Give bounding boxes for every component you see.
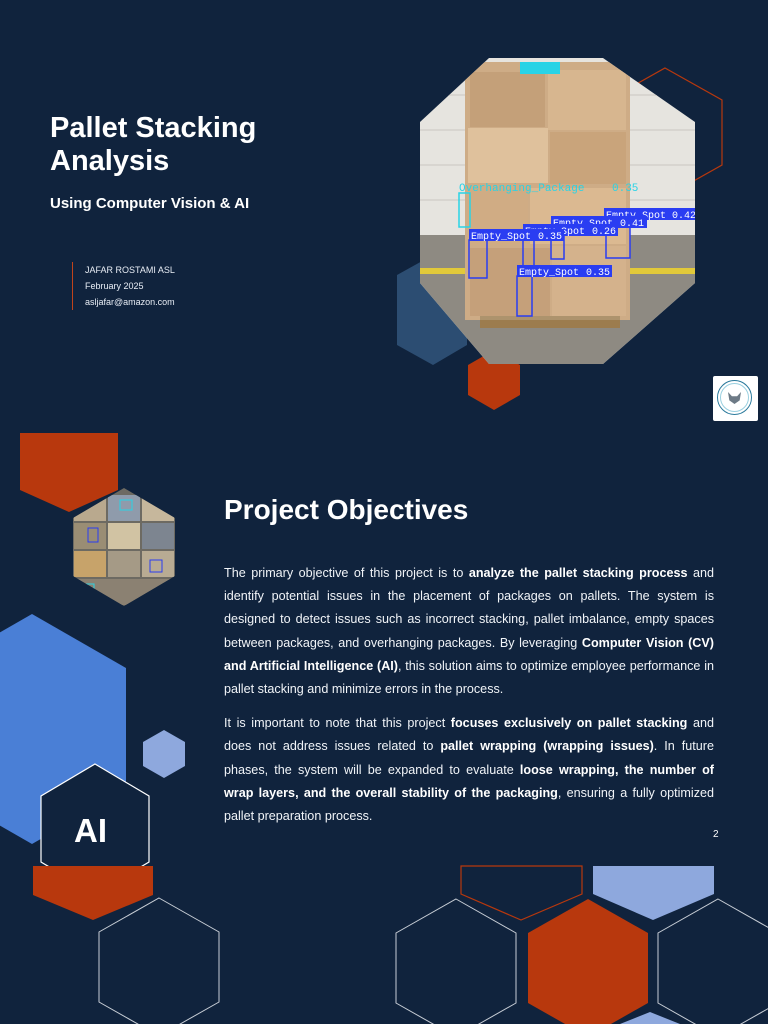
orange-shield-shape — [20, 433, 118, 512]
orange-hexagon-small — [468, 350, 520, 410]
document-title: Pallet Stacking Analysis — [50, 112, 257, 177]
detection-score-1: 0.42 — [672, 211, 696, 222]
section-heading: Project Objectives — [224, 494, 469, 525]
author-block: JAFAR ROSTAMI ASL February 2025 asljafar… — [72, 262, 175, 310]
small-light-blue-hexagon — [143, 730, 185, 778]
detection-score-4: 0.35 — [538, 232, 562, 243]
light-blue-shield — [593, 866, 714, 920]
detection-score-overhanging: 0.35 — [612, 183, 638, 195]
document-subtitle: Using Computer Vision & AI — [50, 195, 250, 212]
orange-outline-shield — [460, 865, 583, 921]
bottom-left-outline-hexagon — [98, 897, 220, 1024]
objectives-paragraph-2: It is important to note that this projec… — [224, 716, 715, 824]
detection-label-overhanging: Overhanging_Package — [459, 183, 584, 195]
logo — [713, 376, 758, 421]
author-email: asljafar@amazon.com — [85, 297, 175, 307]
bottom-outline-hexagon-b — [657, 898, 768, 1024]
bottom-orange-hexagon — [528, 899, 648, 1024]
detection-label-5: Empty_Spot — [519, 268, 579, 279]
author-date: February 2025 — [85, 281, 144, 291]
bottom-light-blue-hexagon — [620, 1012, 680, 1024]
detection-score-3: 0.26 — [592, 227, 616, 238]
page-number: 2 — [713, 829, 719, 840]
author-name: JAFAR ROSTAMI ASL — [85, 265, 175, 275]
detection-label-4: Empty_Spot — [471, 232, 531, 243]
wolf-logo-icon — [717, 380, 752, 415]
pallet-photo: Overhanging_Package 0.35 Empty_Spot 0.42… — [420, 58, 696, 364]
detection-score-2: 0.41 — [620, 219, 644, 230]
bottom-outline-hexagon-a — [395, 898, 517, 1024]
ai-badge-label: AI — [74, 812, 107, 849]
orange-bottom-shield — [33, 866, 153, 920]
objectives-body: The primary objective of this project is… — [224, 562, 714, 839]
detection-score-5: 0.35 — [586, 268, 610, 279]
objectives-paragraph-1: The primary objective of this project is… — [224, 566, 714, 697]
